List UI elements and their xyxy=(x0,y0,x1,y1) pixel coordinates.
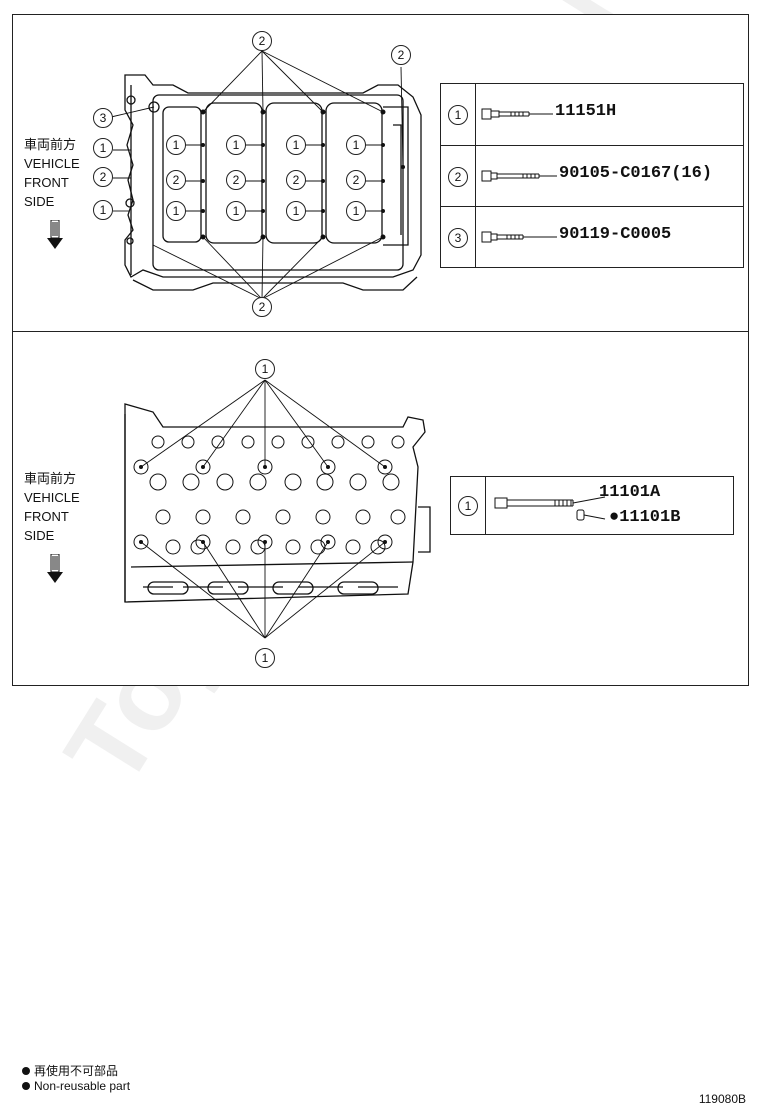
part-number-bolt: 11101A xyxy=(599,483,661,502)
short-bolt-icon xyxy=(481,231,557,243)
callout-1-top: 1 xyxy=(255,359,275,379)
callout-1-cyl4-b: 1 xyxy=(346,201,366,221)
parts-key: 1 xyxy=(458,495,478,516)
callout-1-cyl1-b: 1 xyxy=(166,201,186,221)
part-number-washer: ●11101B xyxy=(609,508,681,527)
head-bolt-washer-icon xyxy=(494,496,606,521)
parts-key: 1 xyxy=(448,104,468,125)
callout-3: 3 xyxy=(93,108,113,128)
front-arrow-icon xyxy=(47,220,63,249)
front-side-label: 車両前方 VEHICLE FRONT SIDE xyxy=(24,471,80,543)
callout-1-cyl2-b: 1 xyxy=(226,201,246,221)
callout-1-bottom: 1 xyxy=(255,648,275,668)
callout-2-bottom: 2 xyxy=(252,297,272,317)
cylinder-head-drawing xyxy=(124,379,431,639)
callout-1-cyl2-a: 1 xyxy=(226,135,246,155)
callout-1-cyl3-b: 1 xyxy=(286,201,306,221)
part-number: 90105-C0167(16) xyxy=(559,164,713,183)
parts-row: 3 90119-C0005 xyxy=(441,206,743,268)
callout-2-top: 2 xyxy=(252,31,272,51)
parts-key: 3 xyxy=(448,227,468,248)
callout-2-right: 2 xyxy=(391,45,411,65)
non-reusable-dot-icon xyxy=(22,1082,30,1090)
parts-table-top: 1 11151H 2 90105-C0167(16) xyxy=(440,83,744,268)
legend-line-en: Non-reusable part xyxy=(22,1079,130,1093)
callout-1-left-b: 1 xyxy=(93,200,113,220)
front-arrow-icon xyxy=(47,554,63,583)
long-bolt-icon xyxy=(481,170,557,182)
flange-bolt-icon xyxy=(481,108,553,120)
parts-row: 2 90105-C0167(16) xyxy=(441,145,743,207)
callout-2-left: 2 xyxy=(93,167,113,187)
callout-2-cyl4: 2 xyxy=(346,170,366,190)
callout-2-cyl2: 2 xyxy=(226,170,246,190)
top-panel: 車両前方 VEHICLE FRONT SIDE xyxy=(12,14,749,332)
non-reusable-dot-icon xyxy=(22,1067,30,1075)
parts-table-bottom: 1 11101A ●11101B xyxy=(450,476,734,535)
figure-code: 119080B xyxy=(698,1092,746,1106)
cam-housing-drawing xyxy=(110,50,422,300)
callout-1-cyl3-a: 1 xyxy=(286,135,306,155)
parts-row: 1 11151H xyxy=(441,84,743,145)
front-side-label: 車両前方 VEHICLE FRONT SIDE xyxy=(24,137,80,209)
legend-line-jp: 再使用不可部品 xyxy=(22,1062,118,1079)
callout-2-cyl3: 2 xyxy=(286,170,306,190)
callout-1-cyl1-a: 1 xyxy=(166,135,186,155)
callout-2-cyl1: 2 xyxy=(166,170,186,190)
callout-1-left-a: 1 xyxy=(93,138,113,158)
part-number: 11151H xyxy=(555,102,617,121)
bottom-panel: 車両前方 VEHICLE FRONT SIDE xyxy=(12,331,749,686)
callout-1-cyl4-a: 1 xyxy=(346,135,366,155)
part-number: 90119-C0005 xyxy=(559,225,672,244)
parts-key: 2 xyxy=(448,166,468,187)
